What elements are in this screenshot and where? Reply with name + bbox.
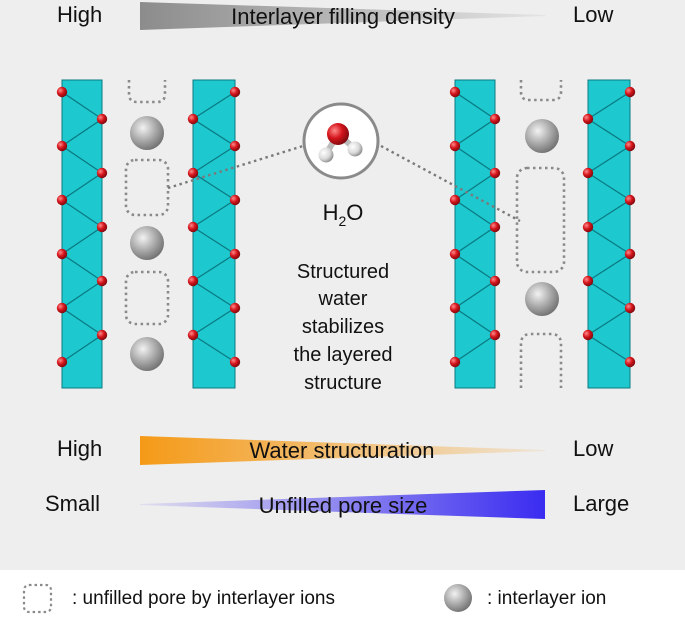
oxygen-atom — [624, 194, 636, 206]
oxygen-atom — [229, 248, 241, 260]
water-scale-title: Water structuration — [249, 438, 434, 463]
oxygen-atom — [624, 356, 636, 368]
caption-line: water — [318, 288, 368, 310]
pore-open-bottom — [127, 80, 167, 104]
oxygen-atom — [187, 275, 199, 287]
pore-small-label: Small — [45, 491, 100, 516]
oxygen-atom — [96, 275, 108, 287]
oxygen-atom — [489, 221, 501, 233]
layer-right-outer — [582, 79, 636, 389]
oxygen-atom — [187, 167, 199, 179]
oxygen-atom — [56, 248, 68, 260]
legend-ion-label: : interlayer ion — [487, 588, 606, 609]
water-high-label: High — [57, 436, 102, 461]
oxygen-atom — [489, 167, 501, 179]
oxygen-atom — [582, 113, 594, 125]
pore-gradient-wedge — [140, 490, 545, 519]
oxygen-atom — [56, 302, 68, 314]
layer-right-inner — [449, 79, 501, 389]
density-gradient-wedge — [140, 2, 545, 30]
oxygen-atom — [56, 140, 68, 152]
oxygen-atom — [624, 86, 636, 98]
caption-line: stabilizes — [302, 316, 384, 338]
pore — [515, 166, 566, 274]
oxygen-atom — [229, 194, 241, 206]
oxygen-atom — [56, 194, 68, 206]
pore-scale-title: Unfilled pore size — [259, 493, 428, 518]
caption-line: Structured — [297, 261, 389, 283]
oxygen-atom — [96, 113, 108, 125]
interlayer-ion — [130, 116, 164, 150]
oxygen-atom — [96, 329, 108, 341]
legend-pore-label: : unfilled pore by interlayer ions — [72, 588, 335, 609]
oxygen-atom — [582, 221, 594, 233]
oxygen-atom — [582, 167, 594, 179]
zoom-connector-right — [380, 144, 521, 223]
oxygen-atom — [449, 302, 461, 314]
interlayer-ion — [525, 119, 559, 153]
legend-ion-icon — [444, 584, 472, 612]
oxygen-atom — [56, 356, 68, 368]
oxygen-atom — [582, 329, 594, 341]
pore-open-top — [519, 332, 563, 388]
water-molecule-icon — [318, 123, 363, 163]
density-scale-title: Interlayer filling density — [231, 4, 455, 29]
water-formula: H2O — [323, 200, 364, 229]
oxygen-atom — [489, 113, 501, 125]
oxygen-atom — [624, 140, 636, 152]
oxygen-atom — [229, 356, 241, 368]
water-low-label: Low — [573, 436, 613, 461]
oxygen-atom — [449, 194, 461, 206]
oxygen-atom — [96, 221, 108, 233]
interlayer-ion — [130, 337, 164, 371]
oxygen-atom — [582, 275, 594, 287]
water-gradient-wedge — [140, 436, 545, 465]
pore-large-label: Large — [573, 491, 629, 516]
oxygen-atom — [624, 248, 636, 260]
oxygen-atom — [187, 329, 199, 341]
pore-open-bottom — [519, 80, 563, 102]
density-low-label: Low — [573, 2, 613, 27]
water-caption: Structured water stabilizes the layered … — [294, 261, 393, 394]
oxygen-atom — [229, 140, 241, 152]
oxygen-atom — [449, 140, 461, 152]
interlayer-ion — [525, 282, 559, 316]
oxygen-atom — [229, 302, 241, 314]
oxygen-atom — [449, 248, 461, 260]
legend-pore-icon — [22, 583, 53, 614]
oxygen-atom — [187, 221, 199, 233]
oxygen-atom — [96, 167, 108, 179]
oxygen-atom — [449, 356, 461, 368]
oxygen-atom — [56, 86, 68, 98]
oxygen-atom — [624, 302, 636, 314]
oxygen-atom — [489, 329, 501, 341]
caption-line: structure — [304, 372, 382, 394]
density-high-label: High — [57, 2, 102, 27]
oxygen-atom — [229, 86, 241, 98]
pore — [124, 270, 170, 326]
layer-left-inner — [187, 79, 241, 389]
oxygen-atom — [449, 86, 461, 98]
oxygen-atom — [187, 113, 199, 125]
pore — [124, 158, 170, 217]
caption-line: the layered — [294, 344, 393, 366]
interlayer-ion — [130, 226, 164, 260]
layer-left-outer — [56, 79, 108, 389]
oxygen-atom — [489, 275, 501, 287]
legend-panel — [0, 570, 685, 623]
